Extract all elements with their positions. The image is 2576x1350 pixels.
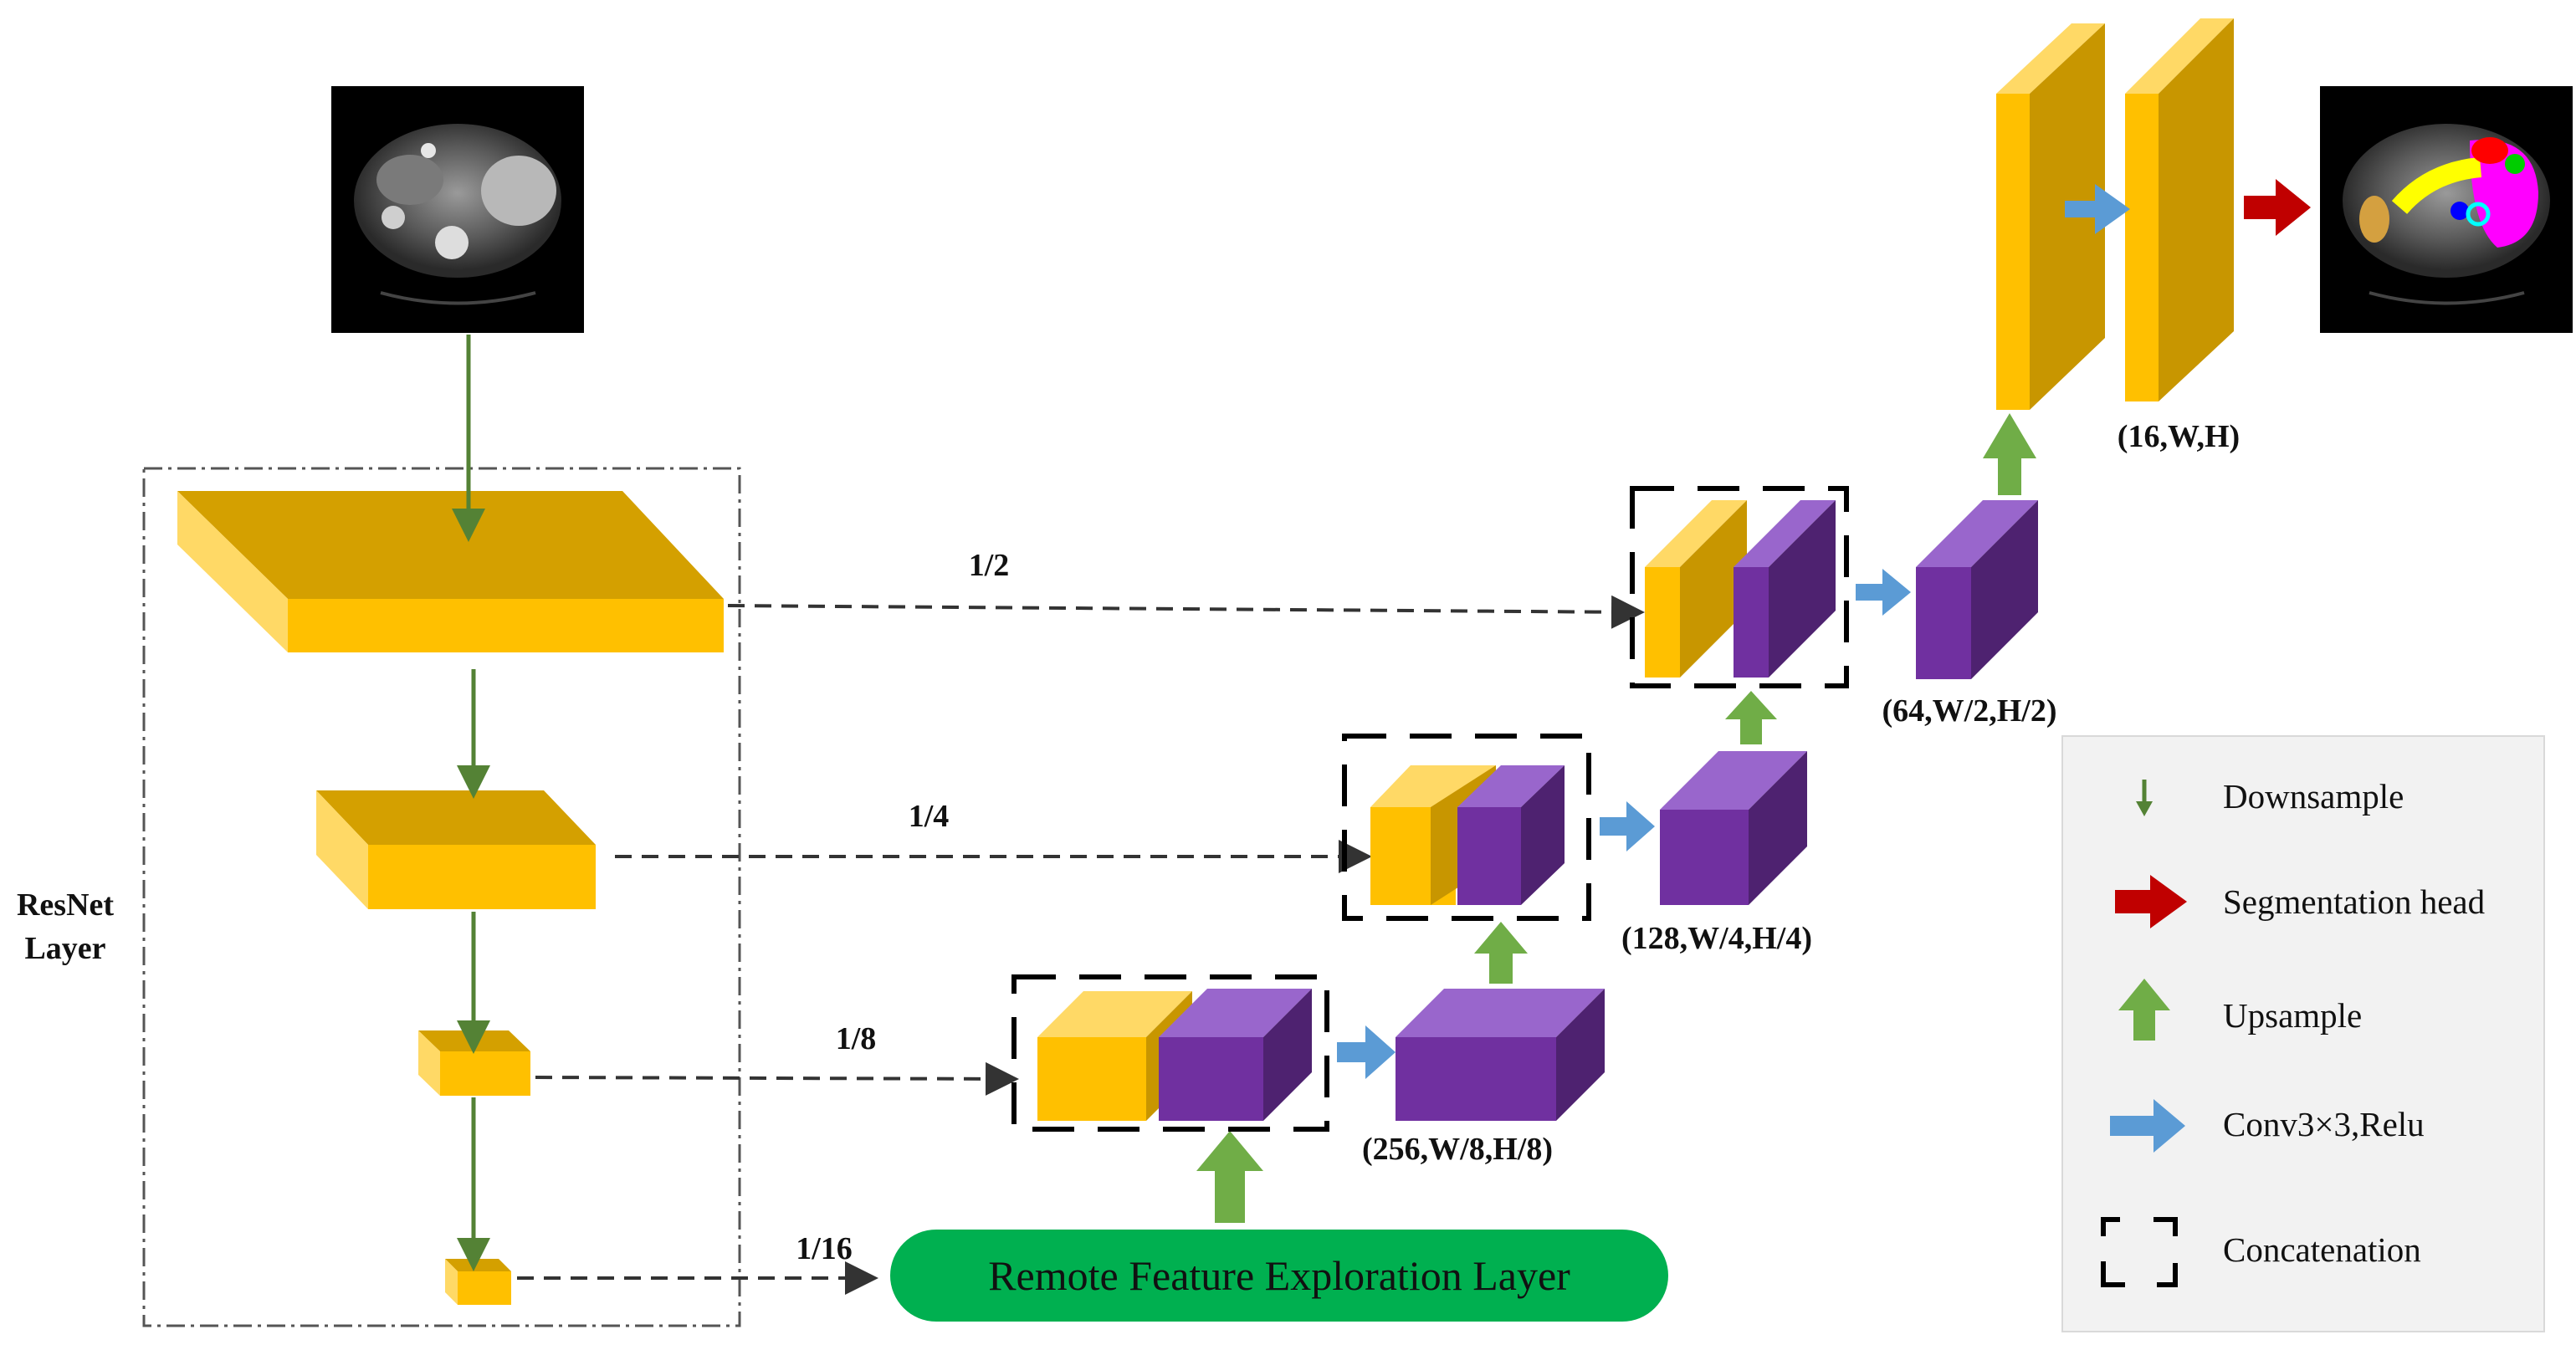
bottleneck-label: Remote Feature Exploration Layer <box>988 1252 1570 1299</box>
conv-arrow-half <box>1856 569 1911 616</box>
encoder-label-line1: ResNet <box>17 887 114 923</box>
concat-purple-half <box>1734 500 1836 678</box>
legend-segmentation-head-label: Segmentation head <box>2223 882 2485 921</box>
encoder-block-1 <box>177 491 724 652</box>
legend-upsample-label: Upsample <box>2223 996 2362 1035</box>
feature-cube-quarter <box>1660 751 1807 905</box>
upsample-arrow-bottleneck <box>1196 1131 1263 1223</box>
legend-segmentation-head-icon <box>2115 875 2187 928</box>
encoder-label-line2: Layer <box>24 931 105 966</box>
legend-conv-icon <box>2110 1099 2185 1153</box>
upsample-arrow-quarter <box>1725 691 1777 744</box>
skip-label-eighth: 1/8 <box>836 1021 877 1056</box>
upsample-arrow-half <box>1983 413 2036 495</box>
legend-upsample-icon <box>2118 979 2170 1041</box>
concat-box-quarter <box>1342 734 1591 921</box>
concat-yellow-half <box>1645 500 1747 678</box>
encoder-block-2 <box>316 790 596 909</box>
shape-label-half: (64,W/2,H/2) <box>1882 693 2057 729</box>
legend-concatenation-label: Concatenation <box>2223 1230 2421 1269</box>
concat-box-eighth <box>1011 974 1329 1132</box>
encoder-box <box>142 467 741 1327</box>
downsample-arrows <box>452 335 490 1271</box>
conv-arrow-fullres <box>2065 184 2130 234</box>
input-ct-image <box>331 86 584 333</box>
legend-downsample-icon <box>2136 780 2153 816</box>
conv-arrow-quarter <box>1600 801 1655 851</box>
concat-purple-eighth <box>1159 989 1312 1121</box>
legend: Downsample Segmentation head Upsample Co… <box>2061 735 2545 1332</box>
feature-cube-half <box>1916 500 2038 679</box>
shape-label-eighth: (256,W/8,H/8) <box>1362 1132 1553 1167</box>
skip-label-half: 1/2 <box>969 548 1010 583</box>
bottleneck-pill: Remote Feature Exploration Layer <box>890 1230 1668 1322</box>
conv-arrow-eighth <box>1337 1025 1396 1079</box>
encoder-block-3 <box>418 1030 530 1096</box>
skip-label-sixteenth: 1/16 <box>796 1231 853 1266</box>
upsample-arrow-eighth <box>1474 922 1528 984</box>
legend-downsample-label: Downsample <box>2223 777 2404 816</box>
legend-conv-label: Conv3×3,Relu <box>2223 1105 2425 1143</box>
shape-label-quarter: (128,W/4,H/4) <box>1621 921 1812 956</box>
skip-connections <box>517 595 1645 1295</box>
concat-box-half <box>1630 486 1849 688</box>
output-segmentation-image <box>2320 86 2573 333</box>
concat-purple-quarter <box>1457 765 1565 905</box>
skip-label-quarter: 1/4 <box>909 799 950 834</box>
segmentation-head-arrow <box>2244 179 2311 236</box>
fullres-block-2 <box>2125 18 2234 401</box>
feature-cube-eighth <box>1396 989 1605 1121</box>
shape-label-fullres: (16,W,H) <box>2118 419 2240 454</box>
legend-concatenation-icon <box>2101 1217 2178 1287</box>
encoder-block-4 <box>445 1259 511 1305</box>
